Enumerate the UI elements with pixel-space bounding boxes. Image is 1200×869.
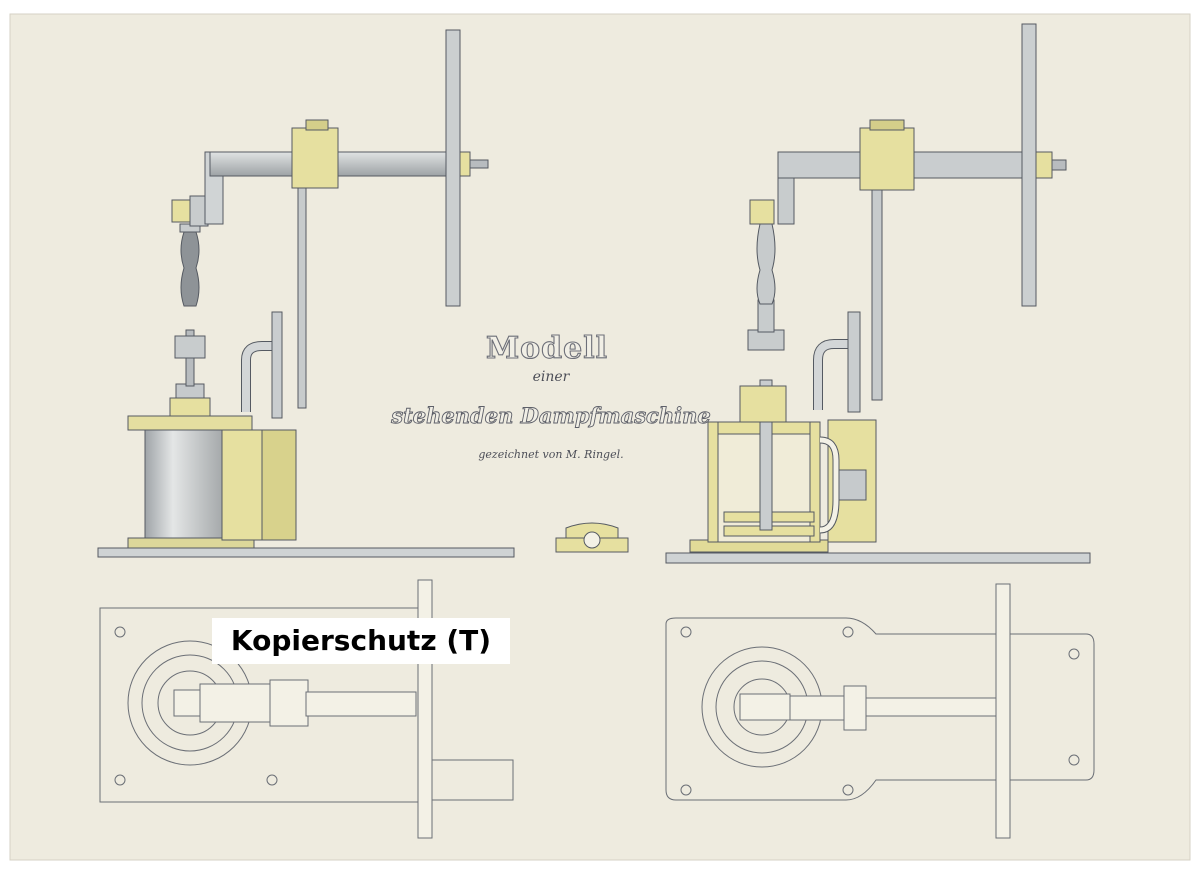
right-plan-view [665,583,1095,839]
left-bearing [291,127,339,189]
left-cylinder [144,429,226,539]
drawing-title: Modell [486,331,608,366]
right-bearing [859,127,915,191]
drawing-credit: gezeichnet von M. Ringel. [478,448,623,461]
left-ground-plate [97,547,515,558]
left-flywheel [445,29,461,307]
drawing-subtitle: stehenden Dampfmaschine [390,403,710,428]
right-elevation-view [665,23,1091,564]
bearing-detail [555,522,629,553]
watermark-label: Kopierschutz (T) [212,618,510,664]
title-block: Modell einer stehenden Dampfmaschine gez… [390,330,711,461]
right-ground-plate [665,552,1091,564]
left-elevation-view [97,29,515,558]
right-flywheel [1021,23,1037,307]
drawing-subtitle-word: einer [533,369,571,385]
